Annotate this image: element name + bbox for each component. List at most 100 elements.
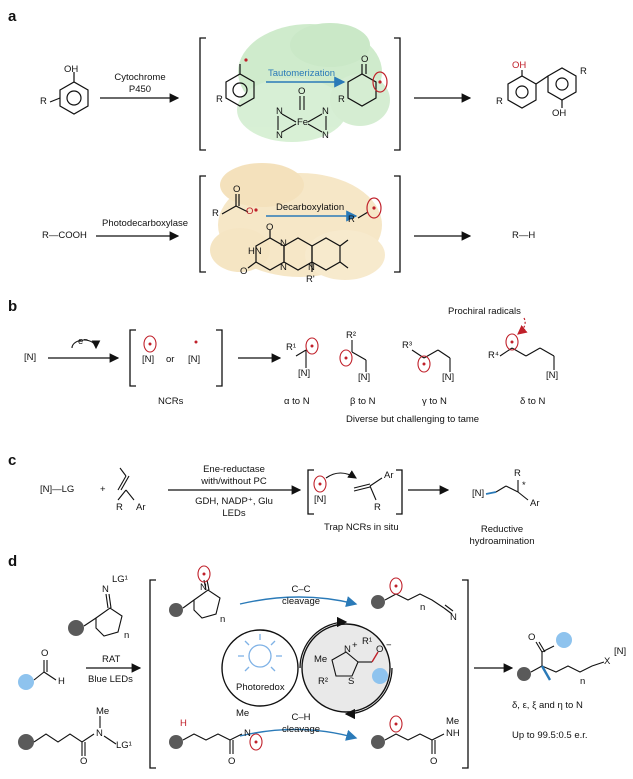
phenol-r-label: R xyxy=(40,96,47,107)
leds-label: LEDs xyxy=(222,508,246,519)
aldehyde-o-label: O xyxy=(41,648,49,659)
b-n1-label: [N] xyxy=(142,354,155,365)
photoredox-label: Photoredox xyxy=(236,682,285,693)
h-atom-label: H xyxy=(180,718,187,729)
prod-o-label: O xyxy=(430,756,438,767)
amide-me-label: Me xyxy=(96,706,110,717)
nitrile-n-label: N xyxy=(450,612,457,623)
amidyl-o-label: O xyxy=(228,756,236,767)
panel-label-a: a xyxy=(8,8,17,25)
biaryl-r1-label: R xyxy=(496,96,503,107)
biaryl-oh1-label: OH xyxy=(512,60,527,71)
cytochrome-protein-illustration xyxy=(237,23,390,142)
panel-label-d: d xyxy=(8,553,18,570)
r1-label: R¹ xyxy=(286,342,297,353)
decarboxylation-label: Decarboxylation xyxy=(276,202,345,213)
blue-leds-label: Blue LEDs xyxy=(88,674,133,685)
nhc-r2-label: R² xyxy=(318,676,329,687)
nhc-o-label: O xyxy=(376,644,384,655)
heme-o-label: O xyxy=(298,86,306,97)
trap-caption: Trap NCRs in situ xyxy=(324,522,399,533)
nhc-minus-label: − xyxy=(386,640,392,651)
prod-nh-label: NH xyxy=(446,728,460,739)
ene-reductase-label: Ene-reductase xyxy=(203,464,265,475)
amidyl-me-label: Me xyxy=(236,708,250,719)
delta-label: δ to N xyxy=(520,396,546,407)
ncrs-label: NCRs xyxy=(158,396,184,407)
flavin-o1-label: O xyxy=(266,222,274,233)
oxime-lg1-label: LG¹ xyxy=(112,574,128,585)
rat-label: RAT xyxy=(102,654,121,665)
b-n2-label: [N] xyxy=(188,354,201,365)
phenol-structure xyxy=(49,72,89,115)
imine-n-label: N xyxy=(200,582,207,593)
alpha-n-label: [N] xyxy=(298,368,311,379)
nhc-plus-label: + xyxy=(352,640,358,651)
er-label: Up to 99.5:0.5 e.r. xyxy=(512,730,588,741)
flavin-r-label: R' xyxy=(306,274,315,285)
trap-ar-label: Ar xyxy=(384,470,394,481)
alpha-label: α to N xyxy=(284,396,310,407)
r2-label: R² xyxy=(346,330,357,341)
final-n-label: [N] xyxy=(614,646,627,657)
carboxylic-acid-label: R—COOH xyxy=(42,230,87,241)
c-alkene-ar-label: Ar xyxy=(136,502,146,513)
biaryl-oh2-label: OH xyxy=(552,108,567,119)
photodecarboxylase-protein-illustration xyxy=(210,163,385,280)
prod-star-label: * xyxy=(522,480,526,491)
delta-n-label: [N] xyxy=(546,370,559,381)
prod-r-label: R xyxy=(514,468,521,479)
flavin-n2-label: N xyxy=(280,262,287,273)
gdh-label: GDH, NADP⁺, Glu xyxy=(195,496,273,507)
pc-label: with/without PC xyxy=(201,476,267,487)
phenol-oh-label: OH xyxy=(64,64,79,75)
radical-r-label: R xyxy=(216,94,223,105)
b-or-label: or xyxy=(166,354,175,365)
b-start-n-label: [N] xyxy=(24,352,37,363)
keto-r-label: R xyxy=(338,94,345,105)
acyl-r-label: R xyxy=(212,208,219,219)
photoredox-catalyst-icon xyxy=(238,634,282,672)
photodecarboxylase-label: Photodecarboxylase xyxy=(102,218,189,229)
panel-label-c: c xyxy=(8,452,17,469)
keto-o-label: O xyxy=(361,54,369,65)
heme-n2-label: N xyxy=(322,106,329,117)
flavin-n1-label: N xyxy=(280,238,287,249)
heme-n1-label: N xyxy=(276,106,283,117)
amide-substrate xyxy=(18,716,117,756)
nhc-n-label: N xyxy=(344,644,351,655)
oxime-n-sub-label: n xyxy=(124,630,130,641)
acyl-o1-label: O xyxy=(233,184,241,195)
ch-cleavage-line1: C–H xyxy=(291,712,311,723)
alkyl-r-label: R xyxy=(348,214,355,225)
imine-n-sub-label: n xyxy=(220,614,226,625)
gamma-label: γ to N xyxy=(422,396,447,407)
r4-label: R⁴ xyxy=(488,350,499,361)
final-x-label: X xyxy=(604,656,611,667)
oxime-substrate xyxy=(68,593,123,637)
tautomerization-label: Tautomerization xyxy=(268,68,336,79)
nhc-r1-label: R¹ xyxy=(362,636,373,647)
acyl-o2-label: O xyxy=(246,206,254,217)
final-n-sub-label: n xyxy=(580,676,586,687)
enzyme-p450-label: P450 xyxy=(128,84,152,95)
heme-n4-label: N xyxy=(322,130,329,141)
beta-n-label: [N] xyxy=(358,372,371,383)
cc-cleavage-line2: cleavage xyxy=(281,596,321,607)
aldehyde-h-label: H xyxy=(58,676,65,687)
c-plus-label: + xyxy=(100,484,106,495)
aldehyde-substrate xyxy=(18,660,57,690)
panel-label-b: b xyxy=(8,298,18,315)
flavin-n3-label: N xyxy=(308,262,315,273)
trap-n-label: [N] xyxy=(314,494,327,505)
prod-ar-label: Ar xyxy=(530,498,540,509)
product-rh-label: R—H xyxy=(512,230,536,241)
c-alkene-r-label: R xyxy=(116,502,123,513)
r3-label: R³ xyxy=(402,340,413,351)
nhc-s-label: S xyxy=(348,676,355,687)
heme-n3-label: N xyxy=(276,130,283,141)
electron-label: e⁻ xyxy=(78,336,89,347)
hydroamination-label: hydroamination xyxy=(469,536,535,547)
cc-cleavage-line1: C–C xyxy=(291,584,311,595)
nitrile-sub-label: n xyxy=(420,602,426,613)
